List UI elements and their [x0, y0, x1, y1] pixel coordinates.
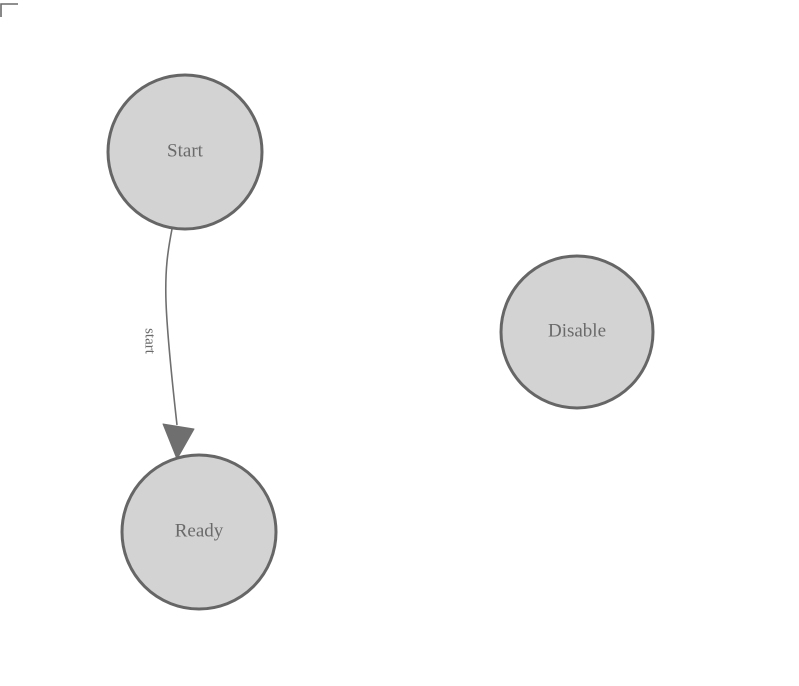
- node-start-circle: [106, 73, 264, 231]
- edge-label-start: start: [142, 328, 158, 355]
- top-left-corner-bracket-icon: [0, 3, 18, 17]
- node-ready[interactable]: Ready: [120, 453, 278, 611]
- node-disable-label: Disable: [548, 320, 606, 341]
- edge-line: [164, 228, 178, 426]
- node-ready-label: Ready: [175, 520, 224, 541]
- node-start[interactable]: Start: [106, 73, 264, 231]
- node-start-label: Start: [167, 140, 204, 161]
- node-disable-circle: [499, 254, 655, 410]
- edge-start-to-ready[interactable]: start: [142, 228, 195, 460]
- arrowhead-icon: [162, 423, 195, 460]
- node-ready-circle: [120, 453, 278, 611]
- node-disable[interactable]: Disable: [499, 254, 655, 410]
